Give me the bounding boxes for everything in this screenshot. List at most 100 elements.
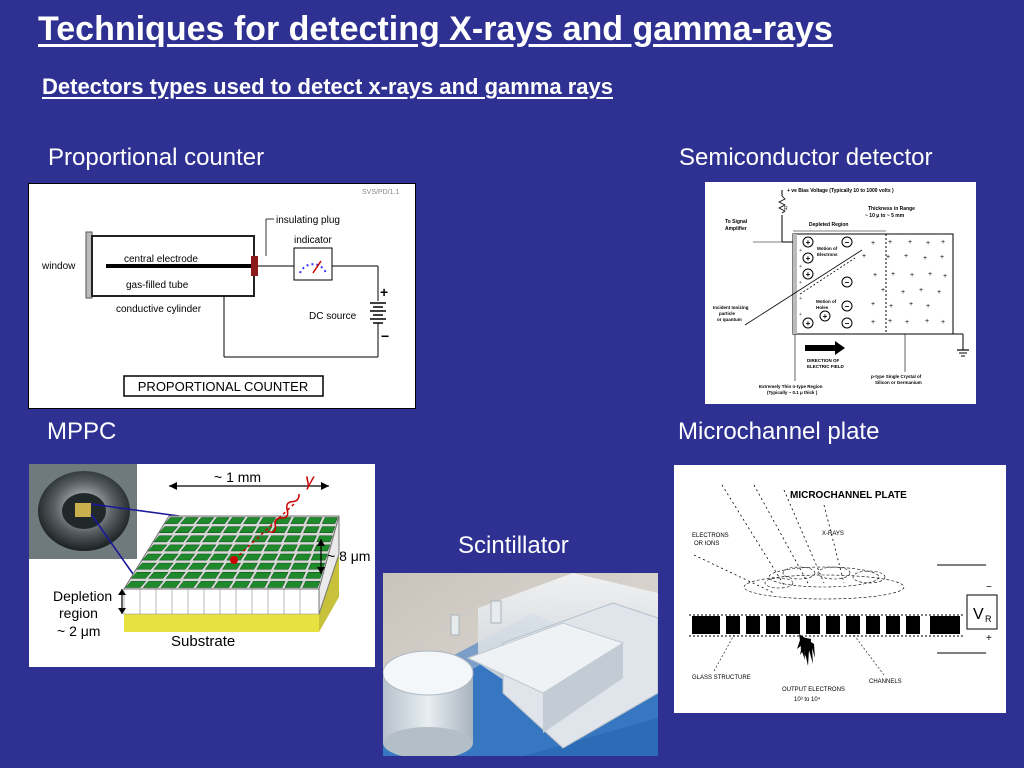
mppc-pixel-cell: [185, 535, 205, 543]
svg-text:+: +: [940, 254, 944, 261]
mppc-pixel-cell: [299, 535, 317, 543]
mppc-pixel-cell: [160, 581, 181, 588]
mppc-pixel-cell: [256, 562, 275, 570]
svg-text:+: +: [806, 319, 811, 328]
mppc-pixel-cell: [180, 544, 201, 552]
mppc-pixel-cell: [169, 535, 189, 543]
svg-text:+: +: [799, 312, 802, 318]
svg-text:+: +: [926, 303, 930, 310]
ions-label: OR IONS: [694, 541, 719, 547]
mppc-pixel-cell: [147, 544, 168, 552]
mppc-pixel-cell: [175, 553, 196, 561]
conductive-cylinder-label: conductive cylinder: [116, 304, 202, 315]
svg-text:+: +: [806, 238, 811, 247]
substrate-label: Substrate: [171, 633, 235, 650]
svg-text:+: +: [910, 272, 914, 279]
mppc-pixel-cell: [283, 535, 301, 543]
motion-electrons-label-2: Electrons: [817, 252, 838, 257]
mppc-pixel-cell: [290, 517, 307, 524]
motion-electrons-label: Motion of: [817, 246, 838, 251]
mppc-pixel-cell: [164, 544, 184, 552]
svg-text:−: −: [845, 238, 850, 247]
svg-text:+: +: [905, 319, 909, 326]
mppc-pixel-cell: [153, 562, 174, 570]
mppc-pixel-cell: [192, 553, 212, 561]
mppc-pixel-cell: [197, 544, 217, 552]
thickness-range-label: ~ 10 μ to ~ 5 mm: [865, 213, 905, 219]
mppc-pixel-cell: [222, 526, 242, 533]
svg-text:+: +: [871, 301, 875, 308]
mppc-pixel-cell: [276, 553, 295, 561]
output-gain-label: 10³ to 10⁴: [794, 696, 821, 703]
slide-title: Techniques for detecting X-rays and gamm…: [38, 10, 833, 48]
mppc-pixel-cell: [195, 581, 216, 588]
mppc-pixel-cell: [247, 544, 266, 552]
depletion-region-label-2: region: [59, 605, 98, 621]
reference-code: SVS/PD/1.1: [362, 189, 399, 196]
motion-holes-label-2: Holes: [816, 305, 829, 310]
minus-terminal: −: [381, 328, 389, 344]
svg-text:+: +: [928, 271, 932, 278]
mppc-pixel-cell: [267, 535, 285, 543]
mppc-pixel-cell: [258, 517, 277, 524]
mppc-pixel-cell: [243, 553, 262, 561]
mppc-pixel-cell: [204, 562, 225, 570]
mppc-pixel-cell: [302, 581, 321, 588]
mppc-pixel-cell: [165, 572, 186, 579]
n-type-region-label: Extremely Thin n-type Region: [759, 384, 823, 389]
plus-terminal: +: [380, 284, 388, 300]
mppc-pixel-cell: [263, 544, 282, 552]
mppc-pixel-cell: [280, 544, 298, 552]
bias-voltage-label: + ve Bias Voltage (Typically 10 to 1000 …: [787, 188, 894, 194]
thickness-label: Thickness in Range: [868, 206, 915, 212]
dc-source-label: DC source: [309, 311, 357, 322]
mppc-pixel-cell: [217, 572, 238, 579]
electric-field-direction-label: DIRECTION OF: [807, 358, 840, 363]
svg-text:+: +: [904, 253, 908, 260]
scintillator-photo: [383, 573, 658, 756]
microchannel-plate-label: Microchannel plate: [678, 418, 880, 445]
channels-label: CHANNELS: [869, 679, 902, 685]
mppc-pixel-cell: [296, 544, 315, 552]
svg-text:+: +: [823, 312, 828, 321]
mppc-pixel-cell: [260, 553, 279, 561]
mppc-pixel-cell: [287, 572, 306, 579]
mppc-pixel-cell: [190, 526, 210, 533]
n-type-region-label-2: (Typically ~ 0.1 μ thick ): [767, 390, 818, 395]
svg-text:+: +: [941, 319, 945, 326]
mppc-pixel-cell: [158, 526, 179, 533]
incident-particle-label-3: or quantum: [717, 317, 742, 322]
svg-text:+: +: [881, 287, 885, 294]
signal-amplifier-label: To Signal: [725, 219, 748, 225]
svg-text:+: +: [943, 273, 947, 280]
svg-text:+: +: [886, 254, 890, 261]
svg-text:−: −: [845, 278, 850, 287]
svg-text:+: +: [889, 303, 893, 310]
svg-text:+: +: [901, 289, 905, 296]
xrays-label: X-RAYS: [822, 531, 844, 537]
semiconductor-detector-label: Semiconductor detector: [679, 144, 933, 171]
gas-filled-tube-label: gas-filled tube: [126, 280, 189, 291]
incident-particle-label-2: particle: [719, 311, 736, 316]
mppc-pixel-cell: [206, 526, 226, 533]
electrons-label: ELECTRONS: [692, 533, 729, 539]
mppc-pixel-cell: [211, 517, 230, 524]
voltage-plus: +: [986, 633, 992, 644]
mppc-pixel-cell: [254, 526, 273, 533]
mppc-pixel-cell: [153, 535, 173, 543]
mppc-pixel-cell: [195, 517, 215, 524]
mppc-pixel-cell: [234, 535, 253, 543]
mppc-pixel-cell: [170, 562, 191, 570]
svg-text:+: +: [926, 240, 930, 247]
resistor-label: R: [784, 206, 788, 212]
svg-text:−: −: [845, 302, 850, 311]
voltage-minus: −: [986, 582, 992, 593]
svg-text:+: +: [888, 239, 892, 246]
svg-text:+: +: [919, 287, 923, 294]
proportional-counter-label: Proportional counter: [48, 144, 265, 171]
mppc-pixel-cell: [141, 553, 163, 561]
mppc-pixel-cell: [249, 581, 269, 588]
svg-text:+: +: [806, 270, 811, 279]
mppc-pixel-cell: [187, 562, 208, 570]
mppc-pixel-cell: [303, 526, 320, 533]
